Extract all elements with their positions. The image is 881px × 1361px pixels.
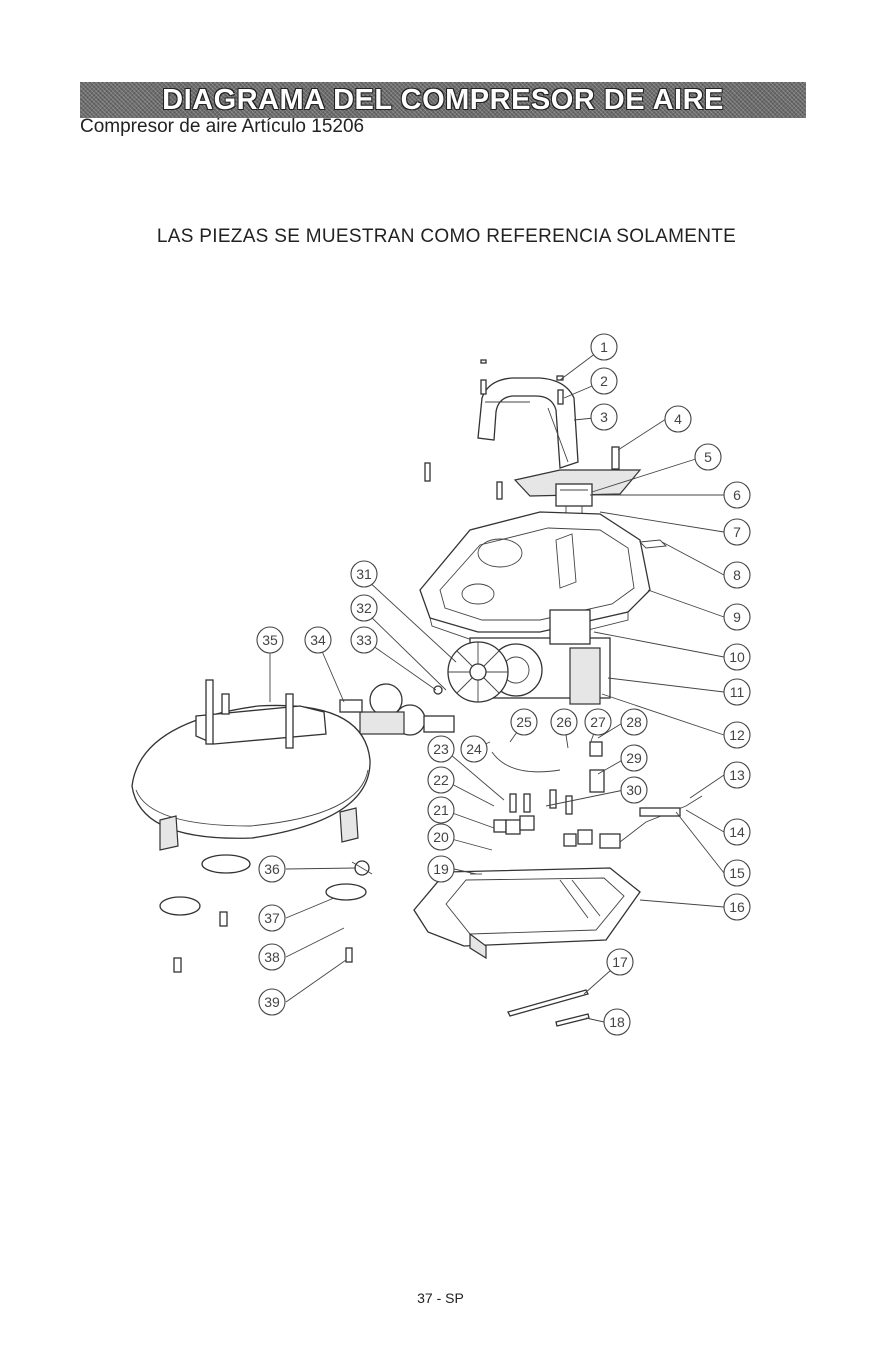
- svg-text:30: 30: [626, 782, 642, 798]
- callout-33: 33: [351, 627, 377, 653]
- svg-text:16: 16: [729, 899, 745, 915]
- callout-28: 28: [621, 709, 647, 735]
- page-number: 37 - SP: [0, 1290, 881, 1306]
- callout-16: 16: [724, 894, 750, 920]
- svg-text:12: 12: [729, 727, 745, 743]
- callout-5: 5: [695, 444, 721, 470]
- svg-text:35: 35: [262, 632, 278, 648]
- svg-text:11: 11: [730, 684, 745, 700]
- callout-19: 19: [428, 856, 454, 882]
- svg-text:25: 25: [516, 714, 532, 730]
- svg-text:13: 13: [729, 767, 745, 783]
- svg-text:2: 2: [600, 373, 608, 389]
- bolt-4: [612, 447, 619, 469]
- svg-text:7: 7: [733, 524, 741, 540]
- callout-30: 30: [621, 777, 647, 803]
- callout-8: 8: [724, 562, 750, 588]
- callout-38: 38: [259, 944, 285, 970]
- callout-27: 27: [585, 709, 611, 735]
- callout-37: 37: [259, 905, 285, 931]
- svg-text:23: 23: [433, 741, 449, 757]
- svg-text:4: 4: [674, 411, 682, 427]
- svg-text:32: 32: [356, 600, 372, 616]
- callout-9: 9: [724, 604, 750, 630]
- callout-36: 36: [259, 856, 285, 882]
- callout-34: 34: [305, 627, 331, 653]
- svg-text:31: 31: [356, 566, 372, 582]
- callout-24: 24: [461, 736, 487, 762]
- wrench-rods: [508, 990, 589, 1026]
- callout-39: 39: [259, 989, 285, 1015]
- callout-25: 25: [511, 709, 537, 735]
- svg-text:39: 39: [264, 994, 280, 1010]
- svg-text:36: 36: [264, 861, 280, 877]
- svg-text:29: 29: [626, 750, 642, 766]
- callout-1: 1: [591, 334, 617, 360]
- callout-2: 2: [591, 368, 617, 394]
- callout-22: 22: [428, 767, 454, 793]
- svg-text:34: 34: [310, 632, 326, 648]
- svg-text:15: 15: [729, 865, 745, 881]
- callout-4: 4: [665, 406, 691, 432]
- svg-text:27: 27: [590, 714, 606, 730]
- svg-text:21: 21: [433, 802, 449, 818]
- callout-35: 35: [257, 627, 283, 653]
- callout-12: 12: [724, 722, 750, 748]
- power-cord: [600, 796, 702, 848]
- callout-3: 3: [591, 404, 617, 430]
- small-clip-8: [640, 540, 666, 548]
- svg-text:9: 9: [733, 609, 741, 625]
- svg-text:17: 17: [612, 954, 628, 970]
- svg-text:19: 19: [433, 861, 449, 877]
- svg-text:3: 3: [600, 409, 608, 425]
- manifold-gauges: [340, 684, 454, 735]
- callout-13: 13: [724, 762, 750, 788]
- callout-23: 23: [428, 736, 454, 762]
- callout-31: 31: [351, 561, 377, 587]
- callout-14: 14: [724, 819, 750, 845]
- callout-29: 29: [621, 745, 647, 771]
- callout-17: 17: [607, 949, 633, 975]
- tank: [132, 680, 370, 850]
- callout-7: 7: [724, 519, 750, 545]
- callout-18: 18: [604, 1009, 630, 1035]
- cooling-fan: [448, 642, 508, 702]
- svg-text:18: 18: [609, 1014, 625, 1030]
- svg-text:33: 33: [356, 632, 372, 648]
- shroud-cover: [420, 512, 650, 642]
- svg-text:20: 20: [433, 829, 449, 845]
- callout-6: 6: [724, 482, 750, 508]
- callout-11: 11: [724, 679, 750, 705]
- control-plate: [515, 470, 640, 516]
- svg-text:5: 5: [704, 449, 712, 465]
- callout-10: 10: [724, 644, 750, 670]
- svg-text:6: 6: [733, 487, 741, 503]
- svg-text:14: 14: [729, 824, 745, 840]
- callout-15: 15: [724, 860, 750, 886]
- svg-text:28: 28: [626, 714, 642, 730]
- callout-20: 20: [428, 824, 454, 850]
- svg-text:37: 37: [264, 910, 280, 926]
- svg-text:24: 24: [466, 741, 482, 757]
- small-screws-top: [425, 463, 502, 499]
- callout-32: 32: [351, 595, 377, 621]
- svg-text:38: 38: [264, 949, 280, 965]
- callout-21: 21: [428, 797, 454, 823]
- callout-26: 26: [551, 709, 577, 735]
- svg-text:8: 8: [733, 567, 741, 583]
- svg-text:22: 22: [433, 772, 449, 788]
- svg-text:26: 26: [556, 714, 572, 730]
- svg-text:10: 10: [729, 649, 745, 665]
- switch-and-fittings: [492, 742, 604, 846]
- base-pan: [414, 868, 640, 958]
- svg-text:1: 1: [600, 339, 608, 355]
